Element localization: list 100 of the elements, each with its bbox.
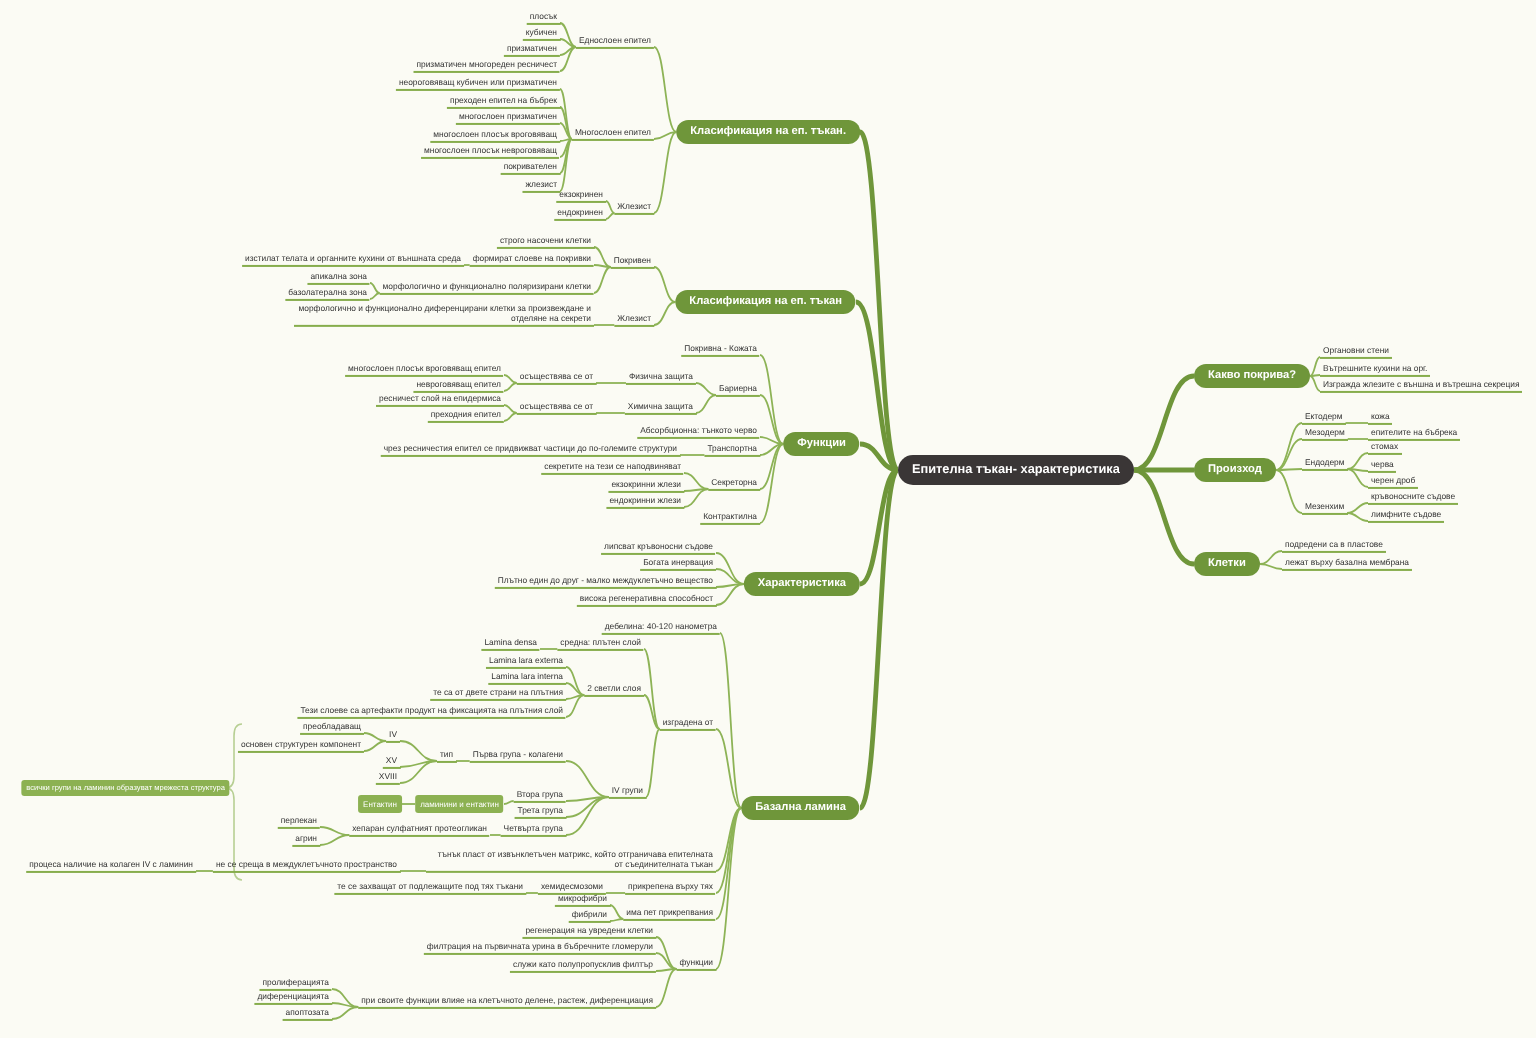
connector-line bbox=[369, 292, 381, 300]
connector-line bbox=[683, 472, 710, 490]
connector-line bbox=[653, 46, 678, 133]
connector-line bbox=[653, 131, 678, 214]
connector-line bbox=[593, 246, 612, 268]
connector-line bbox=[503, 404, 518, 414]
connector-line bbox=[559, 138, 573, 142]
connector-line bbox=[715, 583, 745, 588]
connector-line bbox=[715, 807, 743, 872]
connector-line bbox=[399, 760, 438, 768]
connector-line bbox=[363, 732, 387, 742]
connector-line bbox=[489, 834, 502, 836]
connector-line bbox=[1346, 438, 1369, 440]
connector-line bbox=[715, 807, 743, 970]
connector-line bbox=[653, 131, 678, 140]
connector-line bbox=[559, 46, 577, 56]
connector-line bbox=[605, 200, 616, 214]
connector-line bbox=[565, 694, 586, 718]
connector-line bbox=[655, 968, 678, 1008]
connector-line bbox=[463, 264, 471, 266]
connector-line bbox=[715, 568, 745, 585]
connector-line bbox=[1309, 375, 1321, 392]
connector-line bbox=[565, 694, 586, 700]
connector-line bbox=[1344, 422, 1369, 424]
connector-line bbox=[1133, 467, 1195, 567]
connector-line bbox=[759, 443, 785, 456]
connector-line bbox=[565, 682, 586, 696]
connector-line bbox=[565, 666, 586, 696]
connector-line bbox=[363, 740, 387, 752]
connector-line bbox=[858, 467, 900, 587]
connector-line bbox=[715, 807, 743, 894]
connector-line bbox=[1346, 502, 1369, 514]
connector-line bbox=[655, 968, 678, 972]
connector-line bbox=[559, 88, 573, 140]
connector-line bbox=[331, 1002, 360, 1008]
connector-line bbox=[653, 301, 677, 326]
connector-line bbox=[559, 46, 577, 72]
connector-line bbox=[715, 552, 745, 585]
connector-line bbox=[683, 488, 710, 508]
connector-line bbox=[759, 394, 785, 445]
connector-line bbox=[858, 130, 900, 472]
connector-line bbox=[319, 826, 351, 836]
connector-line bbox=[643, 694, 661, 730]
connector-line bbox=[759, 354, 785, 445]
connector-line bbox=[559, 38, 577, 48]
connector-line bbox=[695, 394, 717, 414]
connector-line bbox=[759, 443, 785, 524]
connector-line bbox=[1346, 512, 1369, 522]
connector-line bbox=[595, 412, 626, 414]
connector-line bbox=[593, 264, 612, 268]
connector-line bbox=[609, 904, 625, 920]
connector-line bbox=[503, 374, 518, 384]
connector-line bbox=[715, 583, 745, 606]
connector-line bbox=[455, 760, 471, 762]
connector-line bbox=[695, 382, 717, 396]
connector-line bbox=[605, 212, 616, 220]
connector-line bbox=[759, 443, 785, 490]
connector-line bbox=[401, 803, 417, 805]
connector-line bbox=[715, 807, 743, 920]
connector-line bbox=[503, 382, 518, 392]
connector-line bbox=[559, 106, 573, 140]
connector-line bbox=[595, 382, 627, 384]
connector-line bbox=[1275, 422, 1303, 471]
connector-line bbox=[565, 796, 610, 802]
connector-line bbox=[683, 488, 710, 492]
connector-line bbox=[1346, 468, 1369, 488]
connector-line bbox=[525, 892, 539, 894]
connector-line bbox=[399, 870, 427, 872]
connector-line bbox=[593, 324, 616, 326]
connector-line bbox=[679, 454, 706, 456]
connector-line bbox=[1258, 563, 1283, 570]
connector-line bbox=[858, 468, 900, 810]
connector-line bbox=[565, 760, 610, 798]
connector-line bbox=[331, 1006, 360, 1020]
connector-line bbox=[369, 282, 381, 294]
connector-line bbox=[503, 412, 518, 422]
connector-line bbox=[565, 796, 610, 836]
connector-line bbox=[645, 728, 661, 798]
connector-line bbox=[503, 800, 515, 805]
connector-line bbox=[1346, 452, 1369, 470]
connector-line bbox=[593, 266, 612, 294]
connector-line bbox=[559, 138, 573, 192]
connector-line bbox=[1346, 468, 1369, 472]
connector-line bbox=[719, 632, 743, 809]
connector-line bbox=[539, 648, 559, 650]
connector-line bbox=[1258, 550, 1283, 565]
connector-line bbox=[655, 936, 678, 970]
connector-line bbox=[331, 988, 360, 1008]
connector-line bbox=[609, 918, 625, 922]
connector-line bbox=[1133, 373, 1195, 473]
connector-line bbox=[565, 796, 610, 818]
connector-line bbox=[655, 952, 678, 970]
connector-line bbox=[643, 648, 661, 730]
connector-line bbox=[559, 138, 573, 174]
connector-line bbox=[1275, 469, 1303, 514]
connector-line bbox=[1275, 468, 1303, 471]
connector-line bbox=[559, 138, 573, 158]
connector-line bbox=[715, 728, 743, 809]
connector-line bbox=[399, 740, 438, 762]
connector-line bbox=[399, 760, 438, 784]
